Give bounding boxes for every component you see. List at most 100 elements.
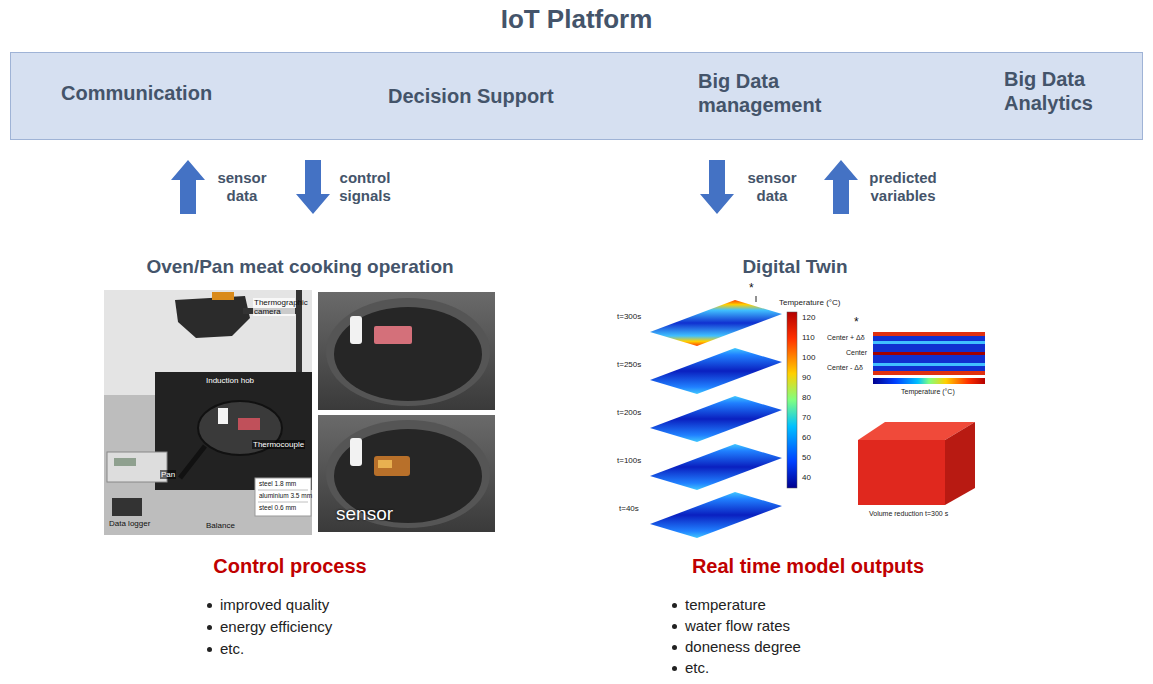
platform-band: Communication Decision Support Big Data ma… [10,52,1143,140]
node-heading: Digital Twin [620,256,970,279]
figure-label: * [748,282,755,296]
temperature-slices-part [650,300,782,346]
lab-photo-part [258,490,308,491]
figure-label: 120 [801,313,816,322]
arrow-label: control signals [333,169,397,205]
bullet-text: energy efficiency [220,618,332,636]
node-text: Big Data management [698,69,838,117]
bullet-text: temperature [685,596,766,614]
pan-photo-raw [318,292,495,410]
pan-photo-raw-part [318,292,495,410]
temperature-slices-part [650,444,782,490]
lab-photo-part [258,502,308,503]
bullet-dot [207,625,212,630]
volume-box-part [945,422,975,505]
figure-label: steel 0.6 mm [258,504,297,511]
pan-photo-cooked-part [350,438,362,466]
bullet-text: water flow rates [685,617,790,635]
figure-label: Balance [205,521,236,530]
center-profile-part [873,332,985,336]
center-profile-part [873,332,985,375]
center-profile-part [873,363,985,366]
bullet-text: improved quality [220,596,329,614]
pan-photo-cooked-part [318,415,495,532]
block-arrow [824,160,858,214]
pan-photo-cooked-part [374,456,410,476]
lab-photo-part [238,418,260,430]
figure-label: 90 [801,373,812,382]
figure-label: Center - Δδ [826,364,864,372]
figure-label: 60 [801,433,812,442]
figure-label: Temperature (°C) [900,388,956,396]
center-profile [873,332,985,384]
figure-label: steel 1.8 mm [258,480,297,487]
figure-label: Center [845,349,868,357]
figure-label: aluminium 3.5 mm [258,492,313,499]
figure-label: t=100s [616,456,642,465]
bullet-dot [672,666,677,671]
center-profile-part [873,352,985,355]
bullet-text: etc. [220,640,244,658]
figure-label: Pan [160,470,176,479]
figure-label: sensor [335,503,394,525]
node-text: Control process [100,554,480,578]
figure-label: * [853,316,860,330]
node-heading: Oven/Pan meat cooking operation [100,256,500,279]
temperature-slices-part [650,396,782,442]
pan-photo-cooked-part [326,420,490,528]
lab-photo-part [175,296,250,338]
bullet-text: doneness degree [685,638,801,656]
node-text: Real time model outputs [658,554,958,578]
temperature-slices-part [650,492,782,538]
pan-photo-raw-part [374,326,412,344]
volume-box-part [858,440,945,505]
bullet-dot [672,624,677,629]
figure-label: 110 [801,333,816,342]
volume-box [858,422,975,505]
lab-photo-part [112,498,142,516]
node-text: Decision Support [388,84,554,108]
figure-label: Induction hob [205,376,255,385]
center-profile-part [873,341,985,344]
node-heading: Communication [61,81,212,105]
temperature-slices-part [756,296,757,302]
figure-label: t=250s [616,360,642,369]
figure-label: 70 [801,413,812,422]
arrow-label: predicted variables [861,169,945,205]
node-text: Big Data Analytics [1004,67,1114,115]
figure-label: Thermocouple [252,440,305,449]
bullet-dot [672,645,677,650]
diagram-title: IoT Platform [0,4,1153,35]
figure-label: 80 [801,393,812,402]
pan-photo-cooked [318,415,495,532]
figure-label: Center + Δδ [826,334,866,342]
pan-photo-raw-part [350,316,362,344]
center-profile-part [873,371,985,375]
figure-label: Volume reduction t=300 s [868,510,949,518]
arrow-label: sensor data [214,169,270,205]
block-arrow [296,160,330,214]
temperature-slices-part [650,348,782,394]
temperature-slices-part [787,312,797,488]
bullet-dot [207,603,212,608]
figure-label: 100 [801,353,816,362]
block-arrow [171,160,205,214]
block-arrow [700,160,734,214]
pan-photo-cooked-part [378,460,392,468]
bullet-text: etc. [685,659,709,677]
lab-photo-part [212,292,234,300]
figure-label: Temperature (°C) [778,298,841,307]
lab-photo-part [107,452,167,482]
figure-label: 50 [801,453,812,462]
figure-label: t=40s [618,504,640,513]
pan-photo-raw-part [326,298,490,406]
lab-photo-part [155,372,312,490]
pan-photo-raw-part [334,307,482,401]
figure-label: Thermographic camera [253,298,295,316]
lab-photo-part [180,446,205,478]
section-panel: Digital TwinReal time model outputs tempe… [620,222,974,684]
lab-photo-part [218,408,228,424]
temperature-slices [650,296,797,538]
figure-label: t=300s [616,312,642,321]
